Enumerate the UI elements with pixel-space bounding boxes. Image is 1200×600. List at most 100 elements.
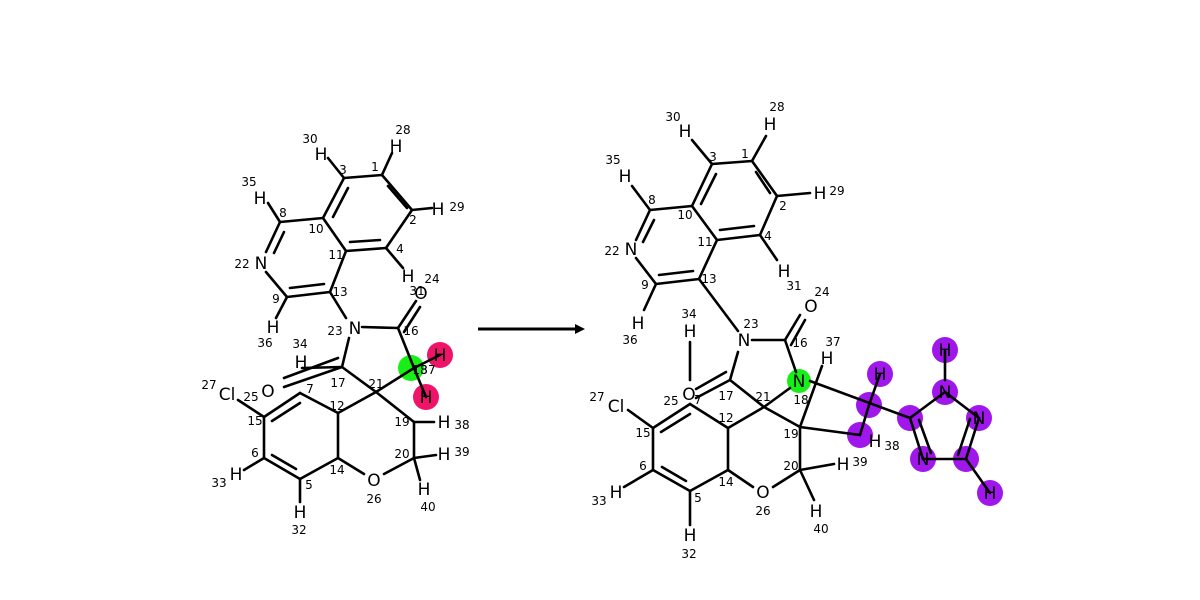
atom-number: 25: [243, 390, 258, 404]
carbon-number: 19: [783, 427, 798, 441]
atom-label: H: [295, 353, 308, 373]
reactant-molecule: H 28 H 30 H 35 H 29 N 22 H 36 H 31 O 24 …: [201, 123, 469, 537]
atom-number: 36: [257, 336, 272, 350]
atom-number: 40: [813, 522, 828, 536]
atom-number: 40: [420, 500, 435, 514]
atom-number: 24: [424, 272, 439, 286]
atom-label: O: [261, 382, 274, 402]
carbon-number: 20: [783, 459, 798, 473]
bonds: [236, 151, 442, 504]
atom-label: H: [402, 267, 415, 287]
carbon-number: 10: [308, 222, 323, 236]
carbon-number: 15: [247, 414, 262, 428]
atom-label: O: [414, 284, 427, 304]
atom-number: 31: [786, 279, 801, 293]
carbon-number: 3: [709, 150, 717, 164]
atom-number: 37: [420, 363, 435, 377]
atom-label: H: [418, 480, 431, 500]
atom-label: N: [349, 319, 362, 339]
atom-number: 38: [884, 439, 899, 453]
atom-number: 24: [814, 285, 829, 299]
atom-label: H: [610, 483, 623, 503]
carbon-number: 7: [694, 393, 702, 407]
carbon-number: 21: [368, 377, 383, 391]
carbon-number: 11: [697, 235, 712, 249]
carbon-number: 6: [251, 446, 259, 460]
atom-number: 28: [769, 100, 784, 114]
fragment-atom: N: [973, 409, 986, 429]
reaction-arrow: [478, 324, 585, 334]
atom-number: 37: [825, 335, 840, 349]
carbon-number: 10: [677, 208, 692, 222]
atom-label: H: [821, 349, 834, 369]
carbon-number: 15: [635, 426, 650, 440]
atom-number: 28: [395, 123, 410, 137]
atom-label: H: [267, 318, 280, 338]
atom-number: 25: [663, 394, 678, 408]
atom-label: H: [438, 445, 451, 465]
atom-label: H: [778, 262, 791, 282]
carbon-number: 2: [409, 213, 417, 227]
atom-label: H: [254, 189, 267, 209]
atom-number: 18: [793, 393, 808, 407]
atom-number: 22: [604, 244, 619, 258]
atom-label: N: [255, 254, 268, 274]
carbon-number: 11: [328, 248, 343, 262]
carbon-number: 3: [339, 163, 347, 177]
carbon-number: 19: [394, 415, 409, 429]
carbon-number: 1: [741, 147, 749, 161]
carbon-number: 16: [403, 324, 418, 338]
atom-label: H: [434, 346, 447, 366]
atom-label: H: [632, 314, 645, 334]
atom-label: H: [837, 455, 850, 475]
carbon-number: 5: [694, 491, 702, 505]
carbon-number: 1: [371, 160, 379, 174]
atom-label: O: [804, 297, 817, 317]
atom-number: 29: [829, 184, 844, 198]
atom-label: N: [793, 372, 806, 392]
atom-number: 33: [591, 494, 606, 508]
carbon-number: 7: [306, 382, 314, 396]
product-molecule: H 28 H 30 H 35 H 29 N 22 H 31 H 36 H 34 …: [589, 100, 1003, 561]
atom-labels: H 28 H 30 H 35 H 29 N 22 H 31 H 36 H 34 …: [589, 100, 996, 561]
fragment-atom: H: [874, 365, 887, 385]
carbon-number: 5: [305, 478, 313, 492]
carbon-number: 13: [332, 285, 347, 299]
carbon-number: 14: [718, 475, 733, 489]
atom-number: 34: [681, 307, 696, 321]
atom-number: 30: [665, 110, 680, 124]
bonds: [622, 134, 992, 527]
atom-number: 26: [366, 492, 381, 506]
atom-label: H: [869, 432, 882, 452]
fragment-atom: N: [939, 383, 952, 403]
atom-number: 32: [291, 523, 306, 537]
carbon-number: 17: [718, 389, 733, 403]
atom-label: H: [438, 413, 451, 433]
atom-number: 23: [743, 317, 758, 331]
atom-label: O: [367, 471, 380, 491]
atom-label: H: [432, 200, 445, 220]
atom-number: 31: [409, 284, 424, 298]
atom-number: 33: [211, 476, 226, 490]
atom-number: 35: [605, 153, 620, 167]
atom-label: O: [756, 483, 769, 503]
fragment-atom: H: [984, 484, 997, 504]
carbon-number: 4: [764, 229, 772, 243]
atom-label: H: [764, 115, 777, 135]
atom-label: N: [625, 240, 638, 260]
atom-label: H: [294, 503, 307, 523]
atom-number: 38: [454, 418, 469, 432]
atom-number: 36: [622, 333, 637, 347]
atom-label: H: [684, 322, 697, 342]
carbon-number: 12: [718, 411, 733, 425]
atom-label: H: [810, 502, 823, 522]
atom-number: 27: [589, 390, 604, 404]
atom-number: 23: [327, 324, 342, 338]
atom-number: 34: [292, 337, 307, 351]
atom-number: 27: [201, 378, 216, 392]
atom-label: H: [679, 122, 692, 142]
atom-label: Cl: [219, 385, 236, 405]
carbon-number: 16: [792, 336, 807, 350]
atom-number: 30: [302, 132, 317, 146]
